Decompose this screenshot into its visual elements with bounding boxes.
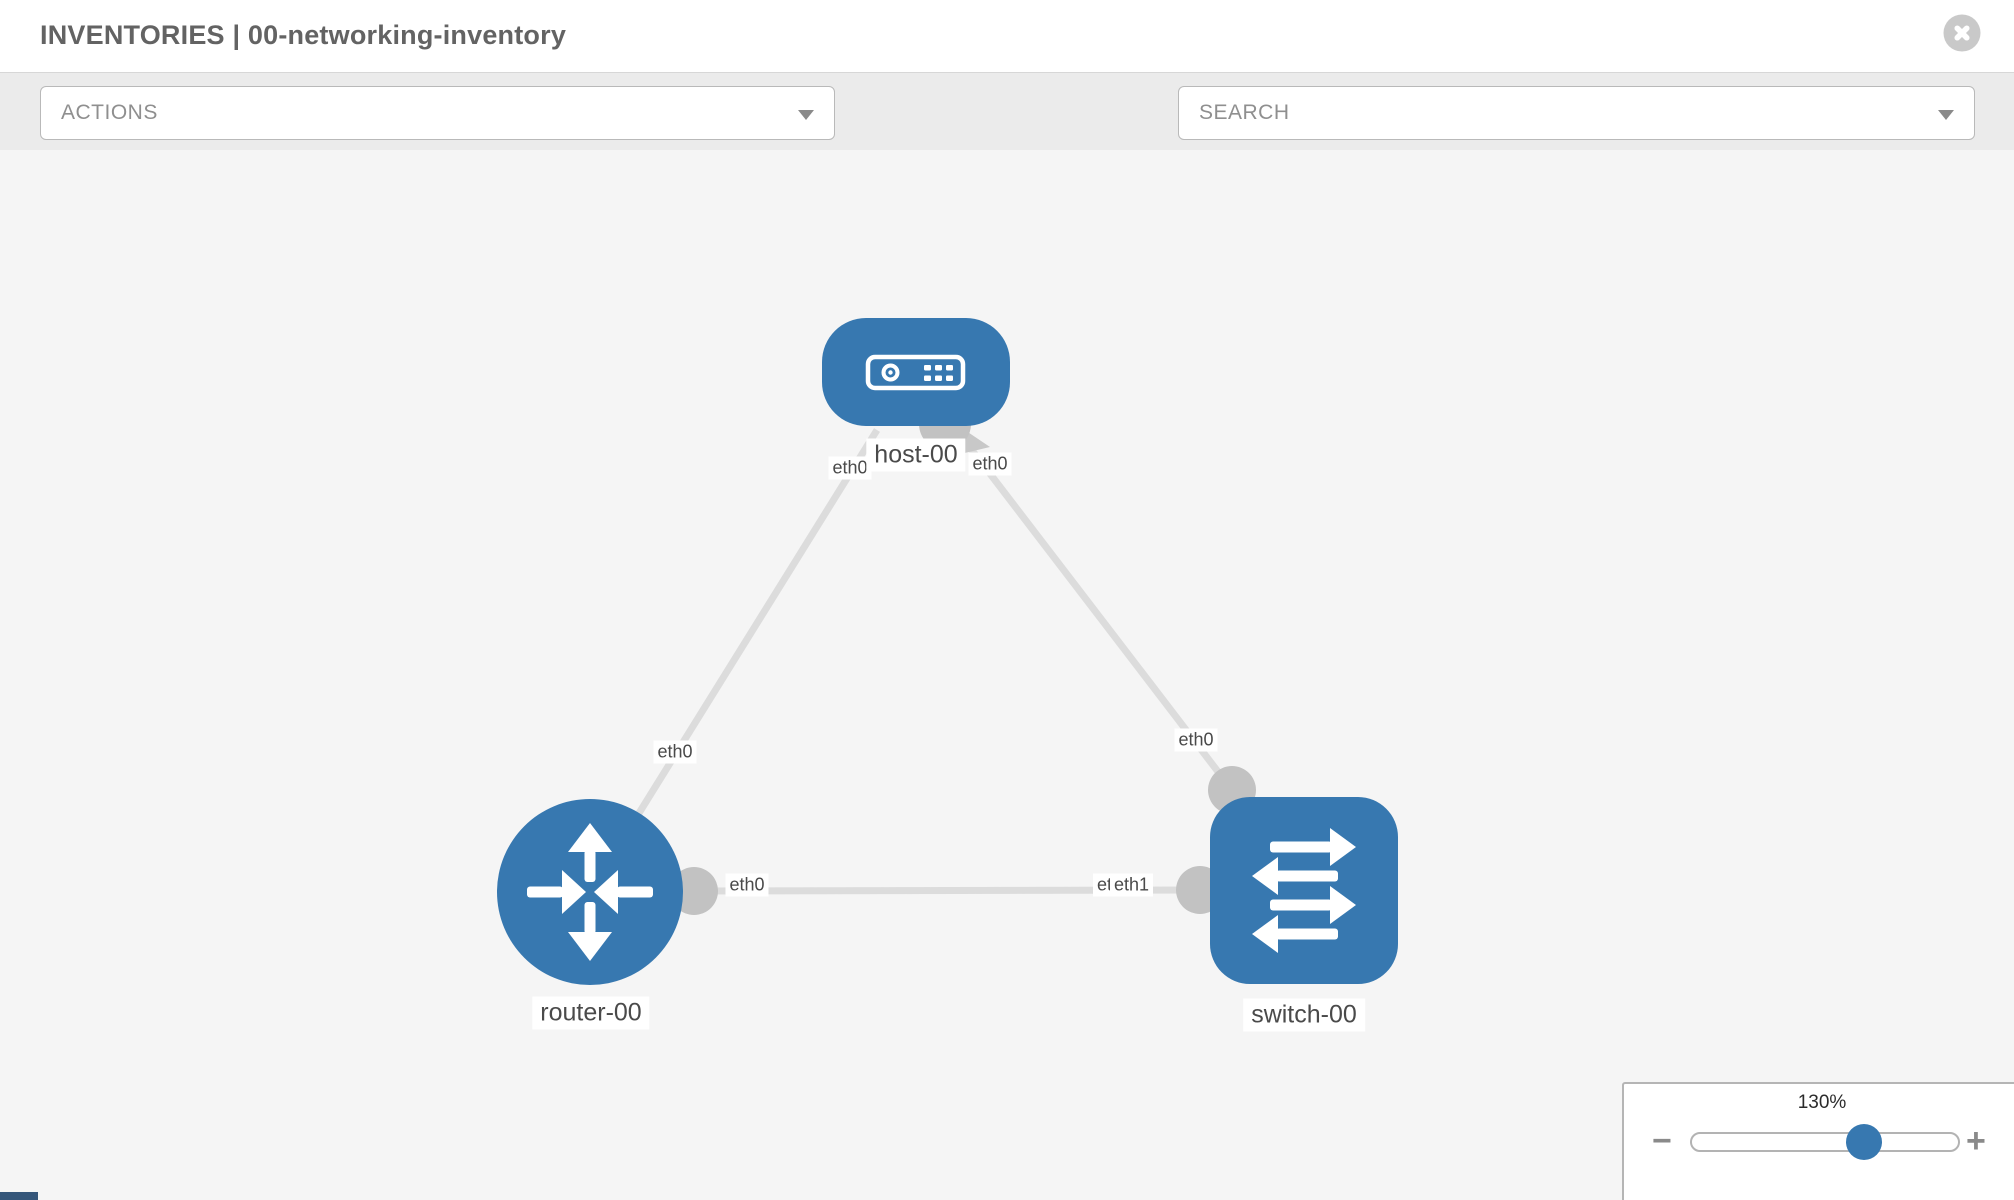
search-placeholder: SEARCH [1199,101,1290,124]
zoom-out-button[interactable]: − [1652,1122,1672,1160]
toolbar: ACTIONS SEARC [0,73,2014,206]
node-label-switch-00: switch-00 [1243,998,1365,1032]
header-bar: INVENTORIES | 00-networking-inventory [0,0,2014,73]
chevron-down-icon [1938,110,1954,120]
page-title: INVENTORIES | 00-networking-inventory [40,20,567,50]
legend-panel-edge [0,1192,38,1200]
node-label-host-00: host-00 [866,438,966,472]
zoom-slider-track[interactable] [1690,1132,1960,1152]
iface-label-switch-eth1: eth1 [1110,873,1154,897]
iface-label-router-link-eth0: eth0 [653,740,697,764]
node-label-router-00: router-00 [532,996,650,1030]
node-host-00[interactable] [822,318,1010,426]
host-icon [865,354,966,391]
actions-dropdown[interactable]: ACTIONS [40,86,835,140]
zoom-panel: 130% − + [1622,1082,2014,1200]
close-icon [1943,14,1981,52]
topology-canvas[interactable]: eth0 eth0 eth0 eth0 eth0 eth0 eth1 host-… [0,150,2014,1200]
zoom-level-value: 130% [1797,1092,1847,1113]
close-button[interactable] [1943,14,1981,52]
iface-label-switch-link-eth0: eth0 [1174,728,1218,752]
search-dropdown[interactable]: SEARCH [1178,86,1975,140]
iface-label-host-eth0-left: eth0 [828,456,872,480]
iface-label-router-eth0: eth0 [725,873,769,897]
chevron-down-icon [798,110,814,120]
switch-icon [1252,828,1356,953]
actions-dropdown-label: ACTIONS [61,101,158,124]
iface-label-host-eth0-right: eth0 [968,452,1012,476]
router-icon [527,823,653,961]
zoom-in-button[interactable]: + [1966,1122,1986,1160]
node-router-00[interactable] [497,799,683,985]
zoom-slider-handle[interactable] [1846,1124,1882,1160]
node-switch-00[interactable] [1210,797,1398,984]
